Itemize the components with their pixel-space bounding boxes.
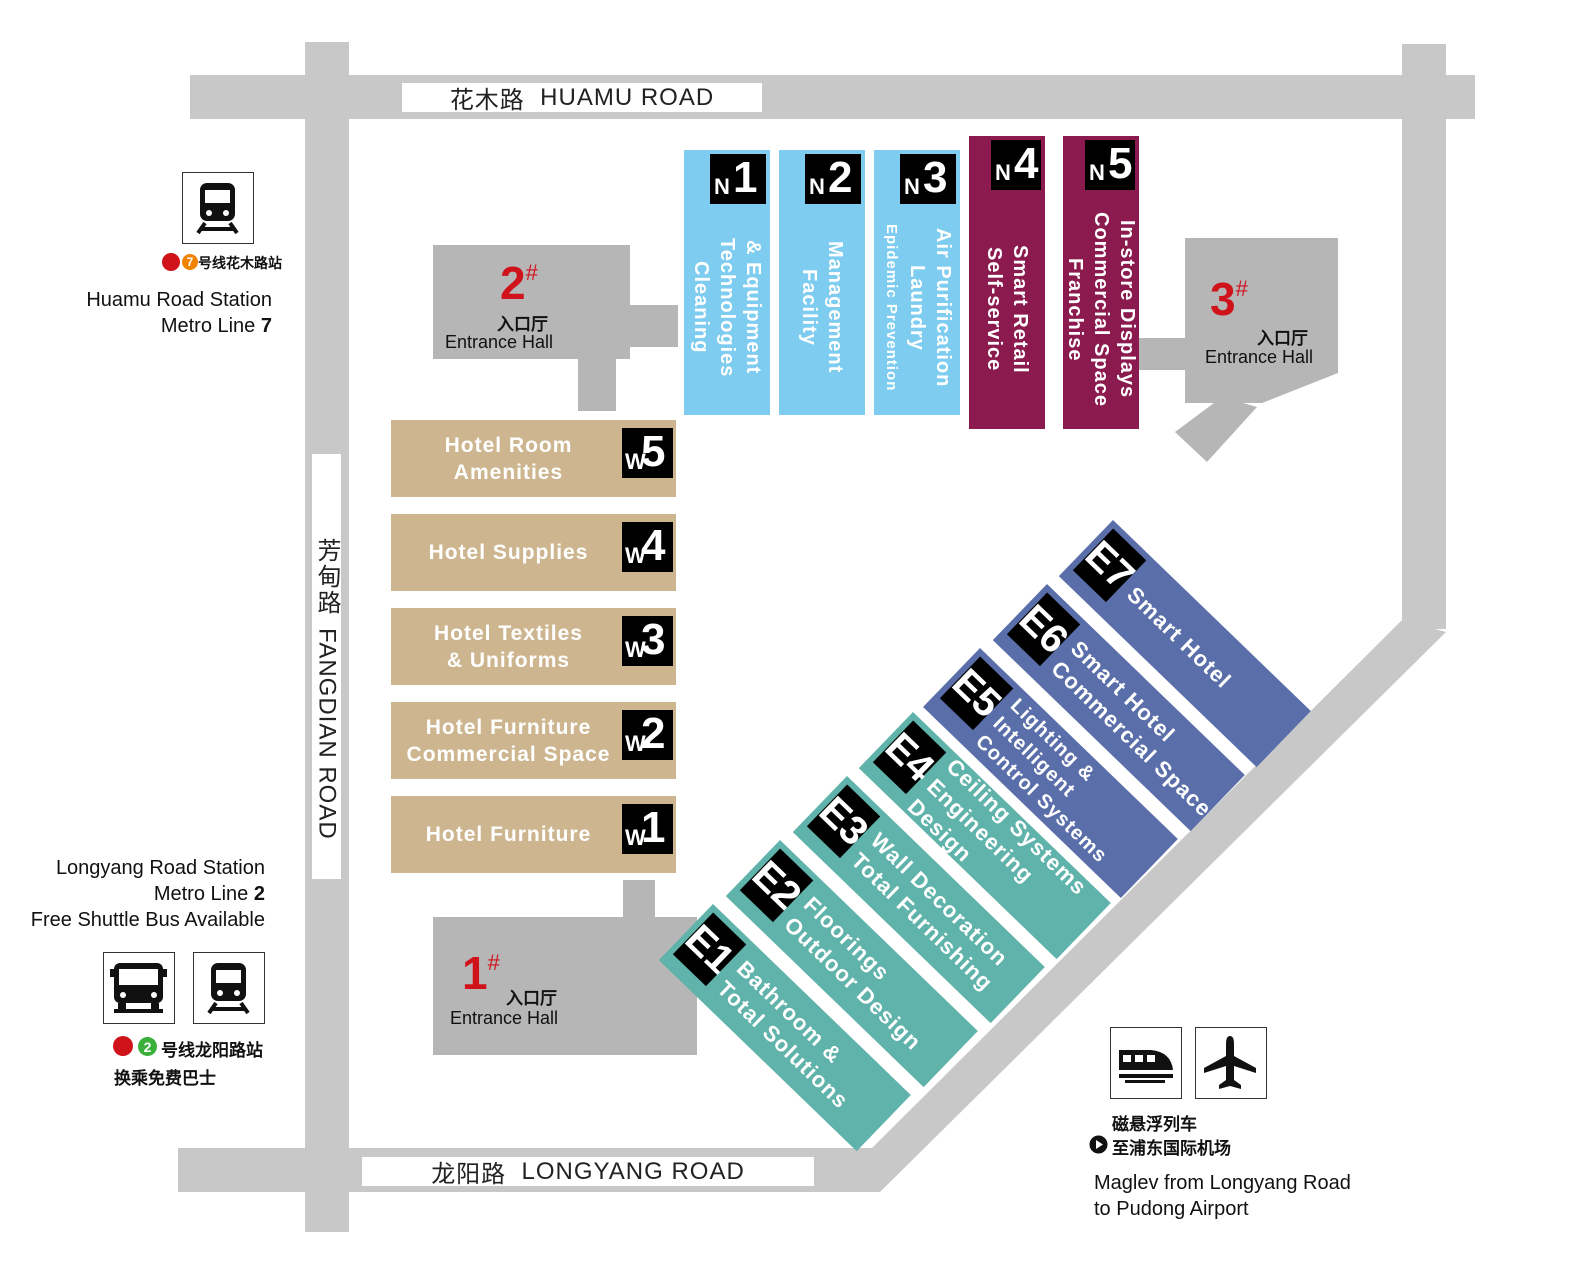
bus-tile bbox=[103, 952, 175, 1024]
hall-n1-line3: & Equipment bbox=[742, 240, 764, 375]
huamu-station-cn: 号线花木路站 bbox=[198, 255, 282, 271]
hall-n3[interactable]: Epidemic Prevention Laundry Air Purifica… bbox=[874, 150, 960, 415]
shuttle-bus-cn: 换乘免费巴士 bbox=[114, 1069, 216, 1088]
hall-n1-line2: Technologies bbox=[716, 237, 738, 378]
hall-n3-line2: Laundry bbox=[906, 264, 928, 351]
airplane-icon bbox=[1204, 1036, 1256, 1089]
maglev-airport-cn: 至浦东国际机场 bbox=[1112, 1139, 1231, 1158]
longyang-station-cn: 号线龙阳路站 bbox=[161, 1041, 263, 1060]
hall-n5-line2: Commercial Space bbox=[1090, 212, 1112, 407]
hall-1-cn: 入口厅 bbox=[506, 989, 557, 1008]
hall-n4-line1: Self-service bbox=[983, 247, 1005, 372]
hall-w4-label: Hotel Supplies bbox=[428, 541, 589, 564]
metro-train-icon bbox=[196, 183, 239, 235]
hall-2-connector bbox=[628, 305, 678, 347]
hall-2-number: 2# bbox=[500, 257, 538, 309]
metro-train-icon bbox=[207, 963, 250, 1015]
airplane-tile bbox=[1195, 1027, 1267, 1099]
hall-n5[interactable]: Franchise Commercial Space In-store Disp… bbox=[1063, 136, 1139, 429]
hall-n4-line2: Smart Retail bbox=[1009, 245, 1031, 374]
hall-3-number: 3# bbox=[1210, 273, 1248, 325]
fangdian-road-en: FANGDIAN ROAD bbox=[313, 628, 341, 840]
huamu-road-cn: 花木路 bbox=[449, 87, 525, 114]
maglev-cn: 磁悬浮列车 bbox=[1112, 1115, 1197, 1134]
maglev-en: Maglev from Longyang Road to Pudong Airp… bbox=[1094, 1172, 1351, 1220]
hall-2-en: Entrance Hall bbox=[445, 332, 554, 352]
hall-1-stem bbox=[623, 880, 655, 920]
shanghai-metro-logo bbox=[162, 253, 180, 271]
huamu-station-en: Huamu Road Station Metro Line 7 bbox=[86, 289, 272, 337]
east-road-vertical bbox=[1402, 44, 1446, 629]
hall-1-number: 1# bbox=[462, 947, 500, 999]
huamu-road-label: 花木路 HUAMU ROAD bbox=[402, 83, 762, 114]
entrance-hall-2[interactable] bbox=[433, 245, 630, 359]
fangdian-road-label: 芳甸路 FANGDIAN ROAD bbox=[312, 454, 341, 879]
hall-n3-line1: Epidemic Prevention bbox=[883, 223, 900, 392]
longyang-station-en: Longyang Road Station Metro Line 2 Free … bbox=[30, 857, 265, 931]
hall-3-cn: 入口厅 bbox=[1257, 329, 1308, 348]
metro-tile-huamu bbox=[182, 172, 254, 244]
hall-n5-line1: Franchise bbox=[1064, 257, 1086, 362]
hall-1-en: Entrance Hall bbox=[450, 1008, 559, 1028]
line-2-badge: 2 bbox=[138, 1037, 157, 1056]
hall-n2-line1: Facility bbox=[798, 269, 820, 346]
play-arrow-icon bbox=[1089, 1135, 1108, 1154]
maglev-tile bbox=[1110, 1027, 1182, 1099]
hall-2-cn: 入口厅 bbox=[497, 315, 548, 334]
bus-icon bbox=[110, 963, 167, 1013]
hall-n5-line3: In-store Displays bbox=[1116, 220, 1138, 399]
longyang-road-en: LONGYANG ROAD bbox=[521, 1157, 745, 1185]
entrance-hall-1[interactable] bbox=[433, 917, 697, 1055]
shanghai-metro-logo bbox=[113, 1036, 133, 1056]
hall-3-en: Entrance Hall bbox=[1205, 347, 1314, 367]
hall-2-stem bbox=[578, 357, 616, 411]
hall-n3-line3: Air Purification bbox=[932, 227, 954, 388]
longyang-road-label: 龙阳路 LONGYANG ROAD bbox=[362, 1157, 814, 1188]
hall-w3-label: Hotel Textiles& Uniforms bbox=[434, 621, 583, 672]
maglev-icon bbox=[1119, 1050, 1173, 1083]
fangdian-road-cn: 芳甸路 bbox=[313, 538, 340, 616]
metro-tile-longyang bbox=[193, 952, 265, 1024]
hall-n2-line2: Management bbox=[824, 241, 846, 374]
line-7-badge: 7 bbox=[182, 254, 198, 270]
hall-w1-label: Hotel Furniture bbox=[425, 823, 592, 846]
longyang-road-cn: 龙阳路 bbox=[431, 1161, 507, 1188]
hall-n1-line1: Cleaning bbox=[690, 261, 712, 354]
huamu-road-en: HUAMU ROAD bbox=[540, 83, 715, 111]
